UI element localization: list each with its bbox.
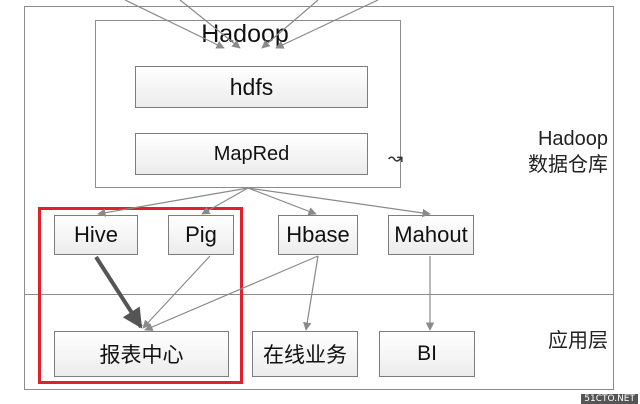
- hadoop-to-mahout: [247, 187, 431, 218]
- hdfs-box: hdfs: [135, 66, 368, 108]
- bi-box: BI: [379, 331, 475, 377]
- watermark: 51CTO.NET: [581, 394, 638, 404]
- cursor-mark-icon: ↝: [388, 148, 404, 169]
- hdfs-label: hdfs: [229, 73, 274, 100]
- input-arrow-3: [261, 0, 319, 49]
- hbase-to-report: [144, 255, 319, 331]
- layer-divider: [24, 294, 614, 295]
- online-business-box: 在线业务: [252, 331, 358, 377]
- input-arrow-1: [124, 0, 225, 49]
- hive-to-report: [94, 255, 143, 329]
- hadoop-to-hive: [97, 187, 249, 217]
- mahout-label: Mahout: [394, 222, 468, 247]
- mapred-label: MapRed: [213, 142, 290, 165]
- input-arrow-2: [179, 0, 241, 49]
- report-center-box: 报表中心: [54, 331, 229, 377]
- hbase-box: Hbase: [278, 215, 358, 255]
- pig-to-report: [142, 255, 211, 329]
- diagram-frame: [24, 6, 614, 390]
- pig-box: Pig: [168, 215, 234, 255]
- hadoop-to-pig: [201, 187, 249, 215]
- input-arrow-4: [275, 0, 379, 49]
- pig-label: Pig: [185, 222, 217, 247]
- highlight-box: [38, 207, 243, 384]
- report-center-label: 报表中心: [99, 344, 184, 367]
- hive-label: Hive: [73, 222, 118, 247]
- mahout-box: Mahout: [388, 215, 474, 255]
- hbase-label: Hbase: [286, 222, 350, 247]
- online-business-label: 在线业务: [263, 344, 347, 367]
- warehouse-layer-label-2: 数据仓库: [528, 154, 608, 176]
- application-layer-label: 应用层: [548, 330, 608, 352]
- bi-label: BI: [417, 342, 437, 365]
- mapred-box: MapRed: [135, 133, 368, 175]
- hadoop-to-hbase: [247, 187, 317, 216]
- hbase-to-online: [303, 255, 319, 331]
- warehouse-layer-label-1: Hadoop: [537, 128, 608, 150]
- hive-box: Hive: [54, 215, 138, 255]
